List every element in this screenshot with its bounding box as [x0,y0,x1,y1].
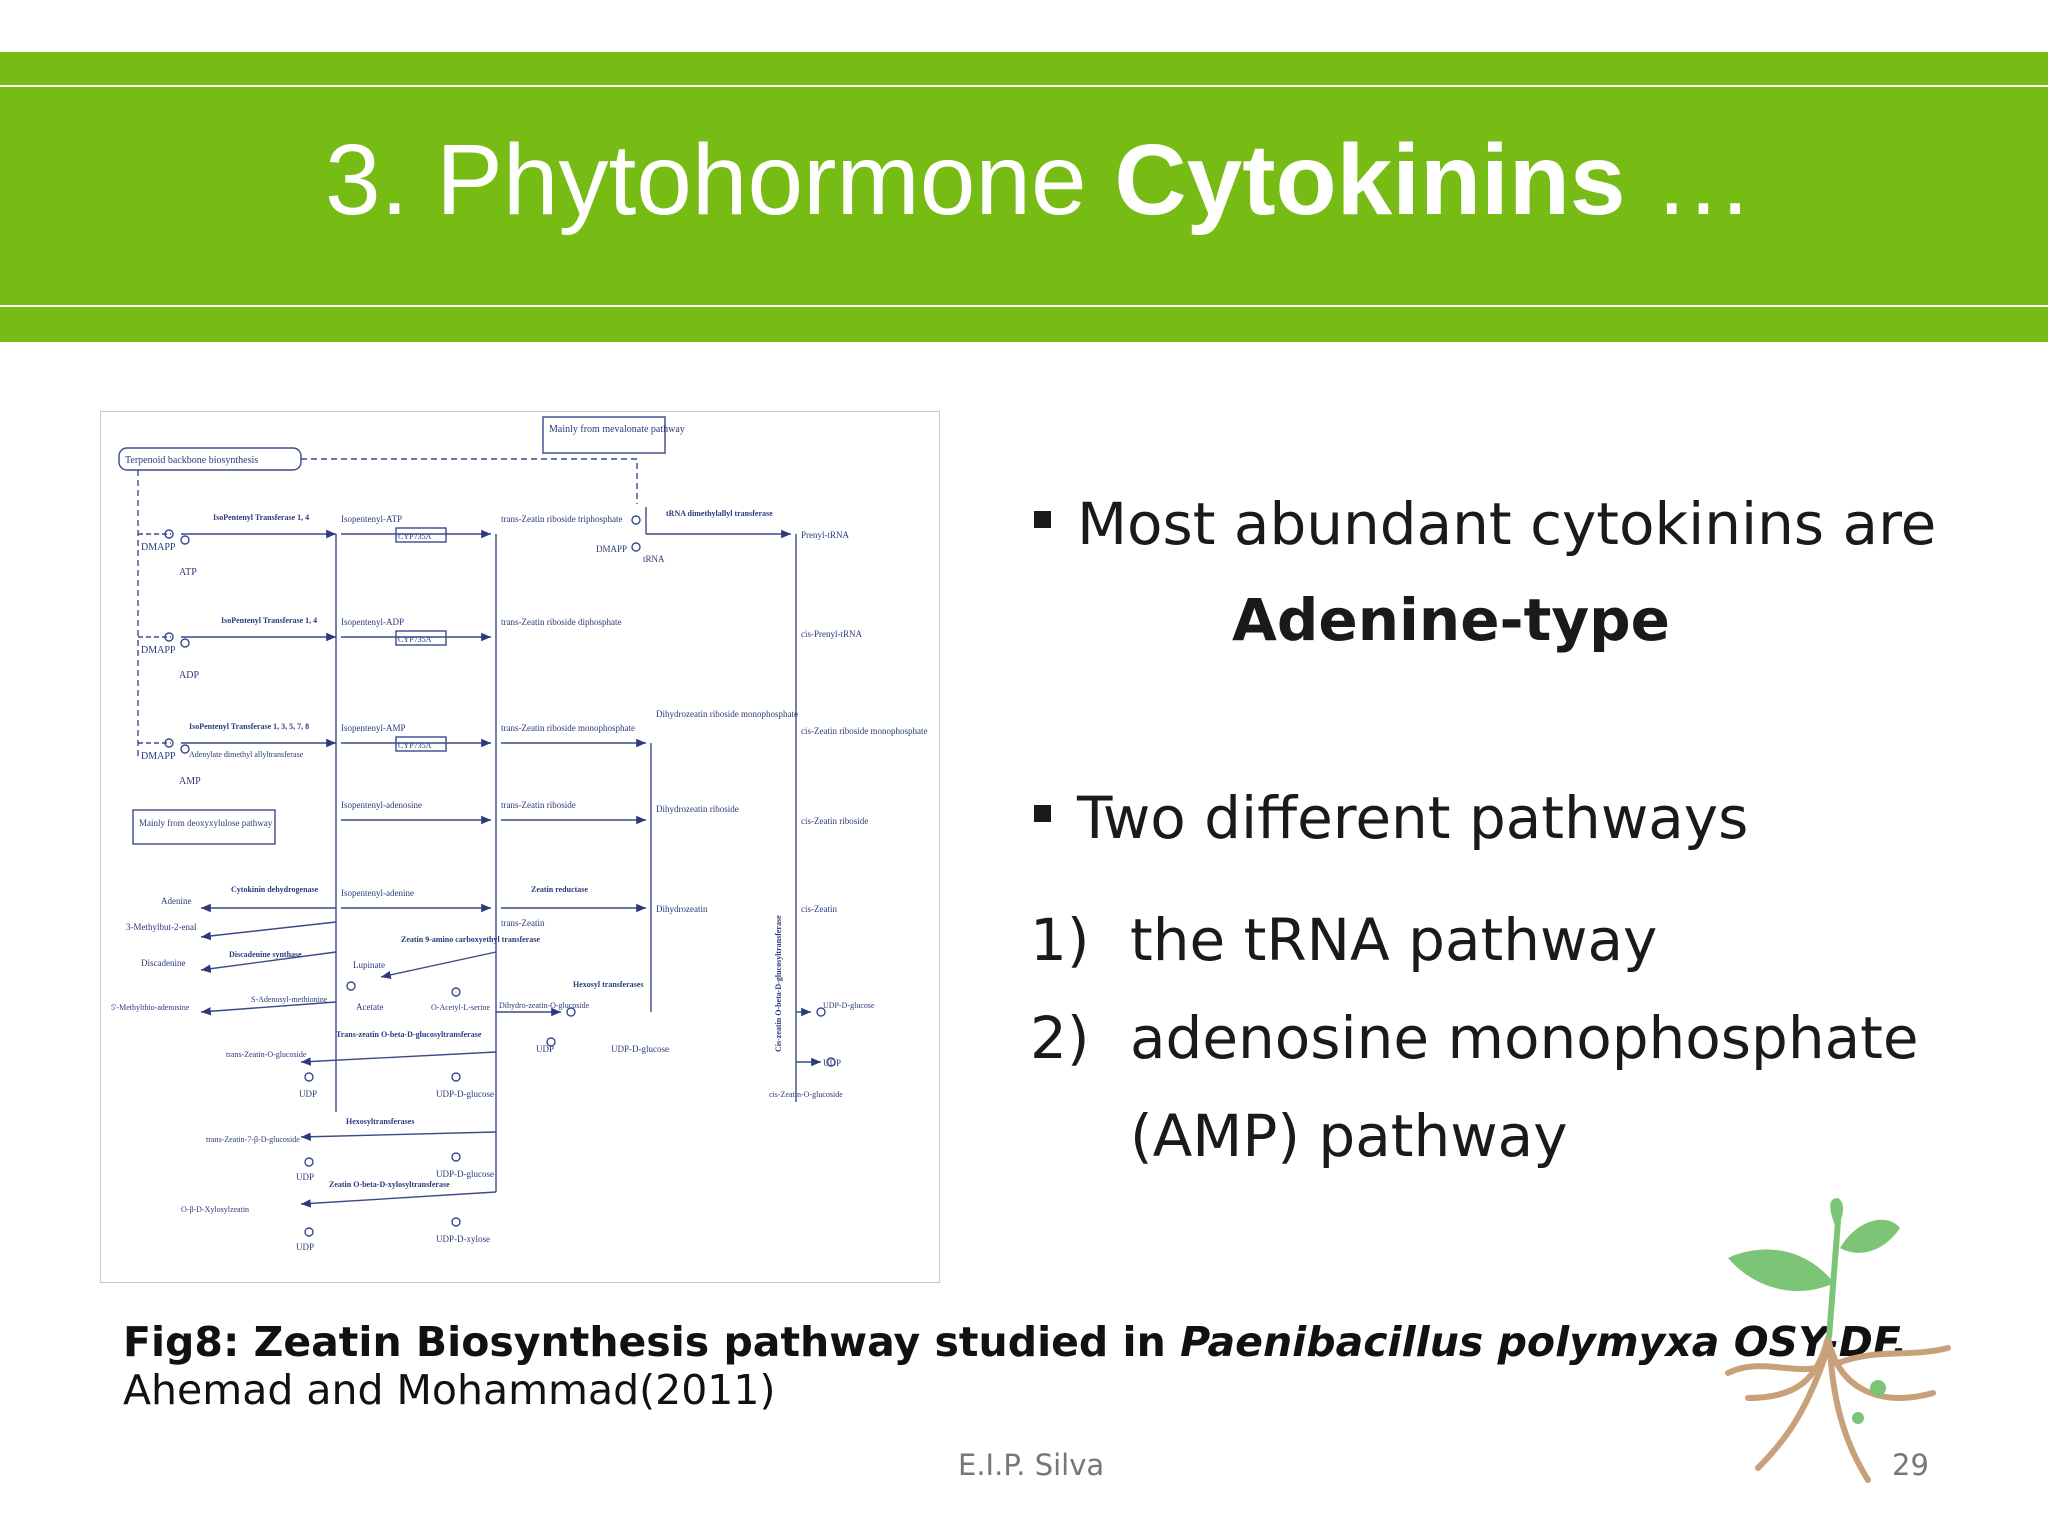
bullet-2: Two different pathways [1034,784,1748,852]
label-dhz-rmp: Dihydrozeatin riboside monophosphate [656,709,798,719]
zeatin-pathway-figure: Mainly from mevalonate pathway Terpenoid… [100,411,940,1283]
label-cyp-2: CYP735A [398,635,432,644]
label-udp-4: UDP [296,1242,314,1252]
caption-citation: Ahemad and Mohammad(2011) [123,1366,776,1414]
label-udp-3: UDP [296,1172,314,1182]
label-tz-rtp: trans-Zeatin riboside triphosphate [501,514,622,524]
label-cz-ogt: Cis-zeatin O-beta-D-glucosyltransferase [774,915,783,1052]
label-cz-og: cis-Zeatin-O-glucoside [769,1090,843,1099]
label-hexosyl: Hexosyl transferases [573,980,643,989]
label-lupinate: Lupinate [353,960,385,970]
label-udp-glc-1: UDP-D-glucose [611,1044,669,1054]
slide-title: 3. Phytohormone Cytokinins … [325,130,1753,230]
label-discadenine: Discadenine [141,958,185,968]
label-udp-1: UDP [536,1044,554,1054]
label-tz-ogt: Trans-zeatin O-beta-D-glucosyltransferas… [336,1030,482,1039]
label-cyp-3: CYP735A [398,741,432,750]
label-trna-dm: tRNA dimethylallyl transferase [666,509,773,518]
caption-species: Paenibacillus polymyxa OSY-DF. [1180,1318,1908,1366]
label-cz: cis-Zeatin [801,904,837,914]
list-item-2-text: adenosine monophosphate [1130,1004,1919,1072]
label-trna: tRNA [643,554,665,564]
label-amp: AMP [179,776,201,787]
label-methylbut: 3-Methylbut-2-enal [126,922,197,932]
label-disc-synthase: Discadenine synthase [229,950,302,959]
label-mevalonate: Mainly from mevalonate pathway [549,424,685,435]
label-tz-rdp: trans-Zeatin riboside diphosphate [501,617,621,627]
label-udp-5: UDP [823,1058,841,1068]
figure-caption: Fig8: Zeatin Biosynthesis pathway studie… [123,1318,1907,1414]
label-cz-rmp: cis-Zeatin riboside monophosphate [801,726,927,736]
label-dhz-r: Dihydrozeatin riboside [656,804,739,814]
label-ckx: Cytokinin dehydrogenase [231,885,319,894]
label-udp-2: UDP [299,1089,317,1099]
label-deoxy: Mainly from deoxyxylulose pathway [139,818,273,828]
title-bold-text: Cytokinins [1114,124,1626,236]
label-ip-amp: Isopentenyl-AMP [341,723,406,733]
bullet-1: Most abundant cytokinins are [1034,490,1936,558]
label-zoxt: Zeatin O-beta-D-xylosyltransferase [329,1180,450,1189]
label-cis-prenyl-trna: cis-Prenyl-tRNA [801,629,862,639]
label-ipt14a: IsoPentenyl Transferase 1, 4 [213,513,309,522]
footer-author: E.I.P. Silva [958,1448,1105,1482]
label-dmapp-4: DMAPP [596,544,627,554]
page-number: 29 [1892,1448,1929,1482]
label-acetate: Acetate [356,1002,383,1012]
label-ipt1357: IsoPentenyl Transferase 1, 3, 5, 7, 8 [189,722,309,731]
caption-line-1: Fig8: Zeatin Biosynthesis pathway studie… [123,1318,1907,1366]
label-udp-glc-2: UDP-D-glucose [436,1089,494,1099]
label-dhz: Dihydrozeatin [656,904,708,914]
label-atp: ATP [179,567,197,578]
label-hexosyltrans: Hexosyltransferases [346,1117,414,1126]
banner-top-stripe [0,85,2048,87]
label-udp-xyl: UDP-D-xylose [436,1234,490,1244]
label-oxyl: O-β-D-Xylosylzeatin [181,1205,249,1214]
bullet-1-emphasis: Adenine-type [1232,586,1671,654]
label-ip-ado: Isopentenyl-adenosine [341,800,422,810]
list-item-1-text: the tRNA pathway [1130,906,1658,974]
label-cyp-1: CYP735A [398,532,432,541]
caption-title: Fig8: Zeatin Biosynthesis pathway studie… [123,1318,1181,1366]
label-adenylate: Adenylate dimethyl allyltransferase [189,750,304,759]
bullet-square-icon [1034,511,1051,529]
bullet-square-icon [1034,805,1051,823]
label-tz-og: trans-Zeatin-O-glucoside [226,1050,307,1059]
label-terpenoid: Terpenoid backbone biosynthesis [125,455,258,466]
label-mta: 5'-Methylthio-adenosine [111,1003,190,1012]
list-item-2-text-cont: (AMP) pathway [1130,1102,1568,1170]
plant-logo-icon [1725,1198,1951,1483]
bullet-2-text: Two different pathways [1077,784,1749,852]
label-tz-7g: trans-Zeatin-7-β-D-glucoside [206,1135,300,1144]
label-udp-glc-4: UDP-D-glucose [823,1001,875,1010]
title-ellipsis: … [1625,124,1754,236]
bullet-1-text: Most abundant cytokinins are [1077,490,1937,558]
banner-bottom-stripe [0,305,2048,307]
list-item-2-number: 2) [1030,1004,1090,1072]
label-ip-adp: Isopentenyl-ADP [341,617,404,627]
label-tz: trans-Zeatin [501,918,545,928]
label-ip-ade: Isopentenyl-adenine [341,888,414,898]
label-dmapp-2: DMAPP [141,645,176,656]
label-zeatin9: Zeatin 9-amino carboxyethyl transferase [401,935,540,944]
label-udp-glc-3: UDP-D-glucose [436,1169,494,1179]
label-dhz-og: Dihydro-zeatin-O-glucoside [499,1001,590,1010]
label-tz-r: trans-Zeatin riboside [501,800,576,810]
label-dmapp-1: DMAPP [141,542,176,553]
list-item-1-number: 1) [1030,906,1090,974]
label-cz-r: cis-Zeatin riboside [801,816,868,826]
label-oacetyl: O-Acetyl-L-serine [431,1003,491,1012]
label-ipt14b: IsoPentenyl Transferase 1, 4 [221,616,317,625]
label-dmapp-3: DMAPP [141,751,176,762]
label-ip-atp: Isopentenyl-ATP [341,514,402,524]
label-adp: ADP [179,670,199,681]
pathway-diagram: Mainly from mevalonate pathway Terpenoid… [111,416,927,1252]
label-tz-rmp: trans-Zeatin riboside monophosphate [501,723,635,733]
label-zeatin-reductase: Zeatin reductase [531,885,588,894]
title-text: 3. Phytohormone [325,124,1115,236]
label-prenyl-trna: Prenyl-tRNA [801,530,849,540]
title-banner [0,52,2048,342]
label-adenine: Adenine [161,896,192,906]
label-sam: S-Adenosyl-methionine [251,995,328,1004]
